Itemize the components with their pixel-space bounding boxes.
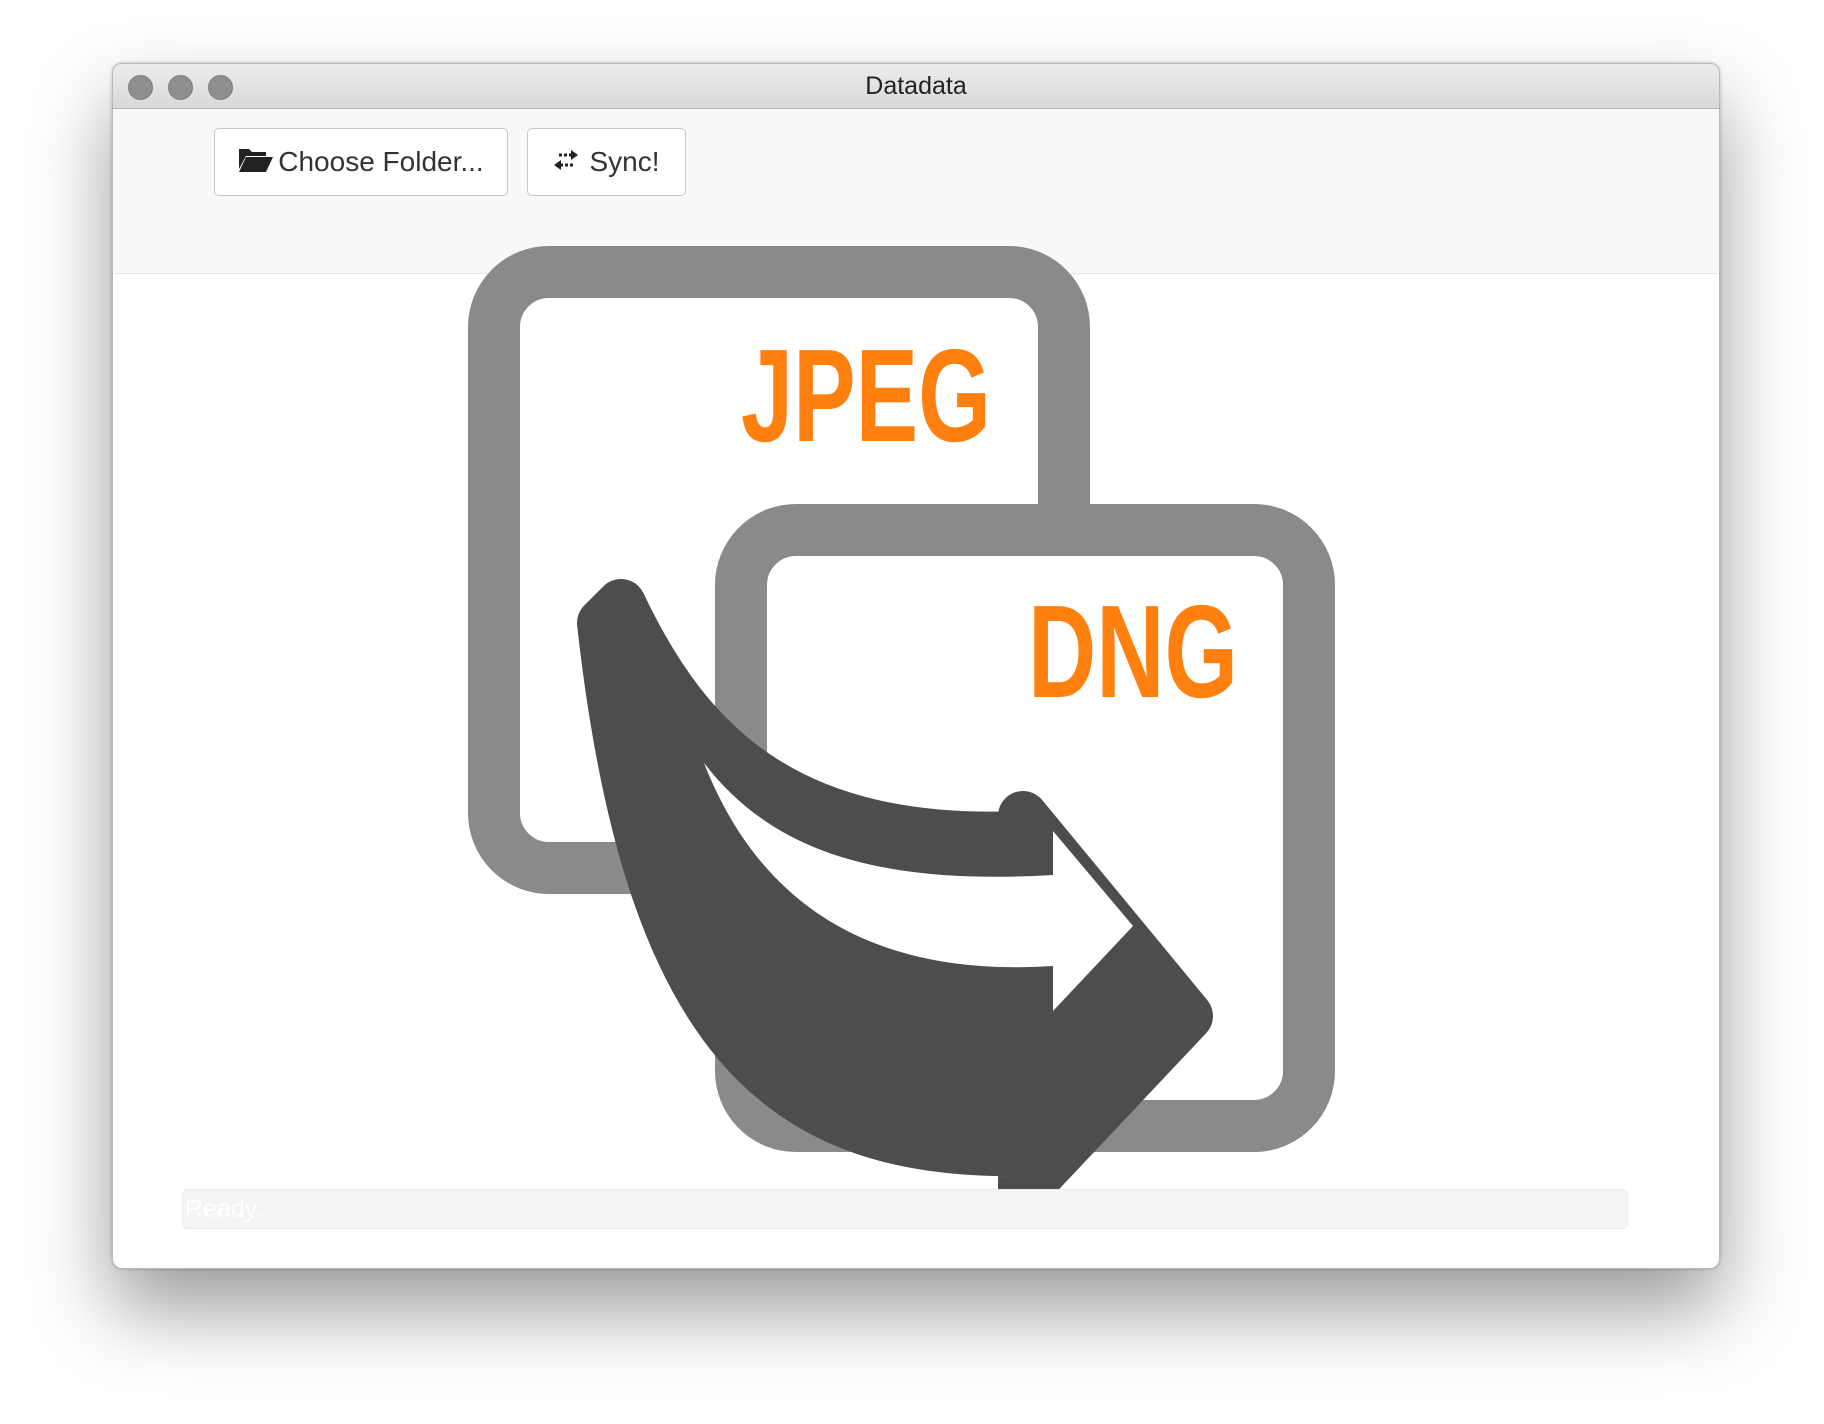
sync-button[interactable]: Sync! (527, 128, 686, 196)
dng-label: DNG (1028, 578, 1238, 725)
choose-folder-label: Choose Folder... (278, 146, 484, 177)
minimize-window-button[interactable] (168, 75, 193, 100)
title-bar[interactable]: Datadata (113, 64, 1719, 109)
sync-label: Sync! (589, 146, 660, 177)
conversion-arrow-inner (704, 763, 1133, 1011)
zoom-window-button[interactable] (208, 75, 233, 100)
close-window-button[interactable] (128, 75, 153, 100)
sync-arrows-icon (553, 146, 579, 178)
status-bar: Ready. (182, 1189, 1628, 1229)
jpeg-label: JPEG (741, 322, 991, 469)
jpeg-to-dng-logo: JPEG DNG (468, 246, 1335, 1196)
folder-open-icon (238, 145, 274, 180)
choose-folder-button[interactable]: Choose Folder... (214, 128, 508, 196)
app-window: Datadata Choose Folder... Sync! (112, 63, 1720, 1269)
window-title: Datadata (865, 72, 967, 100)
